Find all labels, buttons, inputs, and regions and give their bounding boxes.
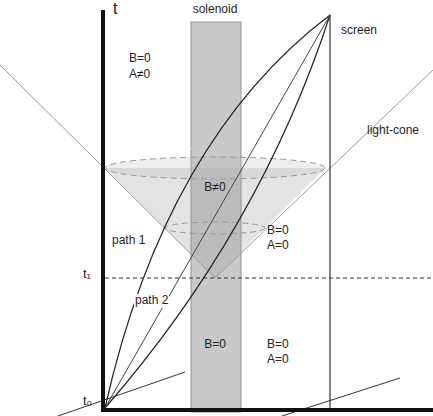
label-text: B=0 (266, 224, 290, 238)
label-text: light-cone (366, 124, 420, 138)
label-text: A=0 (266, 239, 290, 253)
label-text: screen (340, 24, 378, 38)
path-hidden (191, 95, 241, 150)
space-axis (101, 408, 433, 412)
label-text: path 2 (134, 294, 169, 308)
cone-ellipse (165, 222, 265, 234)
path-curve (105, 15, 330, 408)
straight-path (105, 15, 330, 408)
label-text: A=0 (266, 353, 290, 367)
label-text: B=0 (266, 338, 290, 352)
time-slice (105, 278, 433, 279)
path-curve (105, 15, 330, 408)
label-text: B≠0 (203, 181, 226, 195)
label-text: t₁ (82, 267, 92, 282)
label-text: A≠0 (128, 68, 151, 82)
label-text: solenoid (192, 3, 239, 17)
screen-line (329, 15, 330, 410)
light-cone-line (215, 70, 433, 278)
light-cone-fill (105, 168, 325, 278)
label-text: B=0 (203, 338, 227, 352)
label-text: t₀ (82, 394, 93, 409)
label-text: B=0 (128, 52, 152, 66)
light-cone-line (0, 65, 215, 278)
label-text: t (112, 0, 118, 18)
cone-ellipse (105, 157, 325, 179)
time-axis (101, 10, 105, 412)
label-text: path 1 (111, 234, 146, 248)
